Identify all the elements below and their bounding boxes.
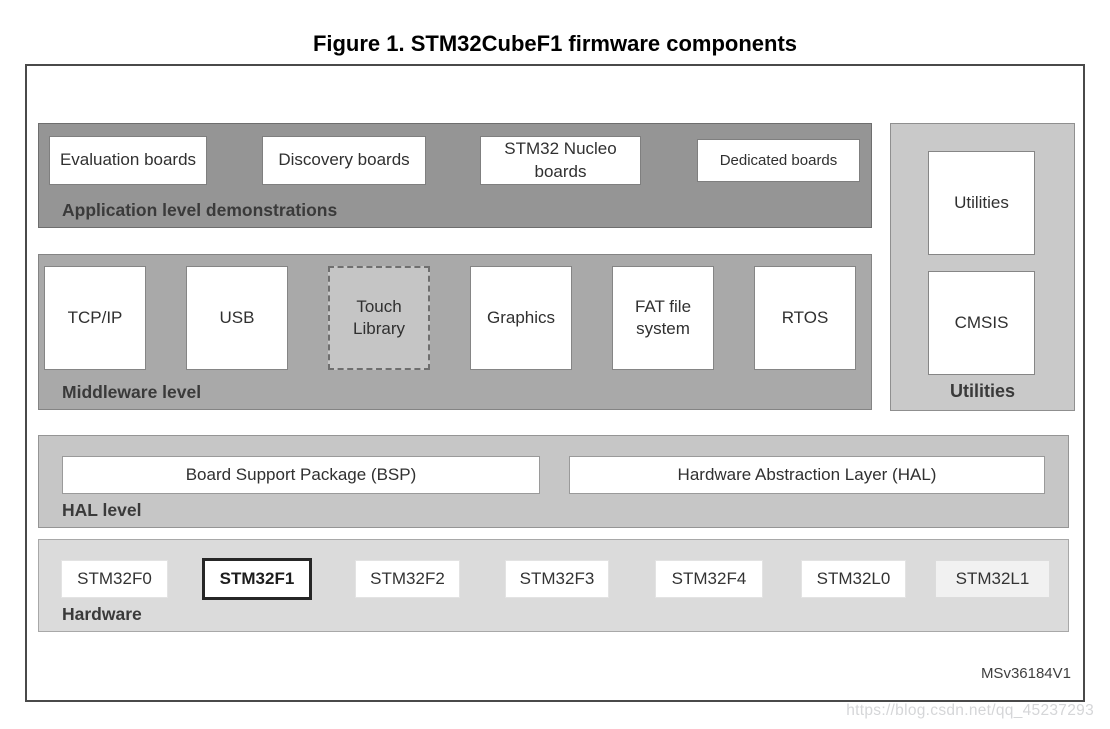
chip-stm32f2: STM32F2 bbox=[355, 560, 460, 598]
chip-stm32f3: STM32F3 bbox=[505, 560, 609, 598]
box-tcpip: TCP/IP bbox=[44, 266, 146, 370]
application-level-band: Evaluation boards Discovery boards STM32… bbox=[38, 123, 872, 228]
box-discovery-boards: Discovery boards bbox=[262, 136, 426, 185]
box-dedicated-boards: Dedicated boards bbox=[697, 139, 860, 182]
hal-level-label: HAL level bbox=[62, 500, 142, 520]
box-utilities: Utilities bbox=[928, 151, 1035, 255]
middleware-level-label: Middleware level bbox=[62, 382, 202, 402]
middleware-level-band: TCP/IP USB Touch Library Graphics FAT fi… bbox=[38, 254, 872, 410]
utilities-panel-label: Utilities bbox=[949, 381, 1015, 401]
figure-title: Figure 1. STM32CubeF1 firmware component… bbox=[312, 31, 798, 56]
box-rtos: RTOS bbox=[754, 266, 856, 370]
box-evaluation-boards: Evaluation boards bbox=[49, 136, 207, 185]
box-bsp: Board Support Package (BSP) bbox=[62, 456, 540, 494]
utilities-panel: Utilities CMSIS Utilities bbox=[890, 123, 1075, 411]
chip-stm32l0: STM32L0 bbox=[801, 560, 906, 598]
chip-stm32l1: STM32L1 bbox=[935, 560, 1050, 598]
box-graphics: Graphics bbox=[470, 266, 572, 370]
box-hal: Hardware Abstraction Layer (HAL) bbox=[569, 456, 1045, 494]
watermark-url: https://blog.csdn.net/qq_45237293 bbox=[846, 702, 1094, 719]
chip-stm32f4: STM32F4 bbox=[655, 560, 763, 598]
diagram-frame: Evaluation boards Discovery boards STM32… bbox=[25, 64, 1085, 702]
figure-id: MSv36184V1 bbox=[980, 665, 1071, 682]
application-level-label: Application level demonstrations bbox=[62, 200, 338, 220]
hardware-band: STM32F0 STM32F1 STM32F2 STM32F3 STM32F4 … bbox=[38, 539, 1069, 632]
chip-stm32f1-highlighted: STM32F1 bbox=[202, 558, 312, 600]
hal-level-band: Board Support Package (BSP) Hardware Abs… bbox=[38, 435, 1069, 528]
box-stm32-nucleo-boards: STM32 Nucleo boards bbox=[480, 136, 641, 185]
box-touch-library: Touch Library bbox=[328, 266, 430, 370]
box-fat-file-system: FAT file system bbox=[612, 266, 714, 370]
box-usb: USB bbox=[186, 266, 288, 370]
hardware-label: Hardware bbox=[62, 604, 142, 624]
box-cmsis: CMSIS bbox=[928, 271, 1035, 375]
chip-stm32f0: STM32F0 bbox=[61, 560, 168, 598]
